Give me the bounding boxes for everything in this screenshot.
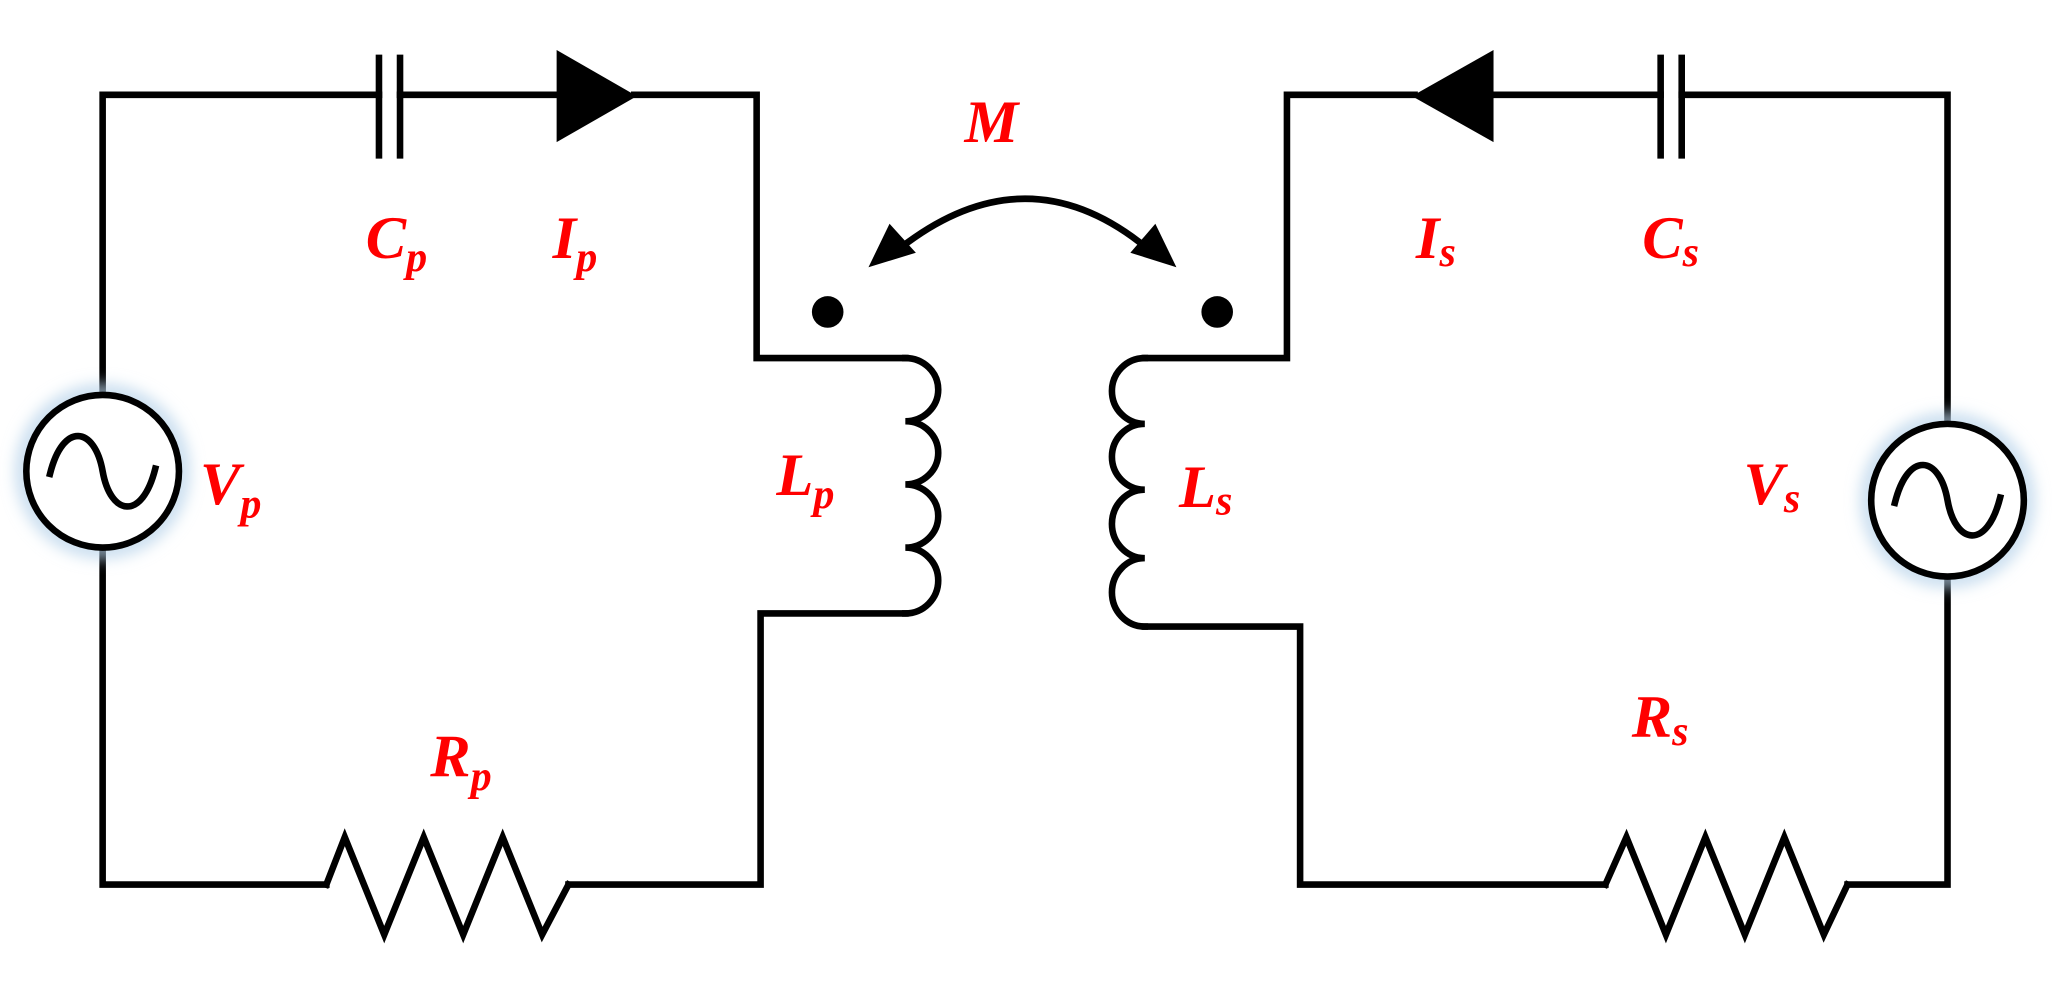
current-arrow-ip-icon	[556, 50, 637, 143]
mutual-inductance-arrow-icon	[868, 195, 1177, 268]
secondary-bottom-right-wire	[1844, 575, 1951, 888]
label-ip: Ip	[552, 205, 598, 281]
primary-top-wire	[99, 91, 383, 393]
capacitor-cs-symbol	[1657, 54, 1685, 159]
polarity-dot-primary	[811, 296, 844, 328]
secondary-circuit	[1108, 50, 2034, 944]
inductor-ls-icon	[1108, 354, 1149, 630]
secondary-left-wire	[1141, 91, 1418, 362]
resistor-rp-icon	[322, 828, 573, 944]
primary-lower-right-wire	[565, 610, 909, 888]
ac-source-vp-icon	[17, 385, 189, 557]
polarity-dot-secondary	[1201, 296, 1233, 328]
label-vs: Vs	[1744, 451, 1801, 522]
primary-circuit	[17, 50, 942, 944]
label-ls: Ls	[1178, 454, 1232, 525]
primary-right-wire	[630, 91, 909, 362]
primary-bottom-left-wire	[99, 549, 330, 888]
resistor-rs-icon	[1601, 828, 1852, 944]
labels: Cp Ip Vp Lp Rp M Is Cs Vs Ls Rs	[200, 89, 1800, 800]
label-is: Is	[1415, 205, 1456, 276]
label-vp: Vp	[200, 451, 261, 527]
secondary-top-right-wire	[1678, 91, 1951, 422]
label-lp: Lp	[775, 442, 834, 518]
label-rp: Rp	[429, 724, 491, 800]
capacitor-cp-symbol	[375, 54, 404, 159]
ac-source-vs-icon	[1861, 414, 2034, 586]
inductor-lp-icon	[902, 354, 942, 617]
label-cp: Cp	[366, 205, 427, 281]
secondary-lower-left-wire	[1141, 623, 1609, 888]
current-arrow-is-icon	[1411, 50, 1494, 143]
label-cs: Cs	[1642, 205, 1699, 276]
label-m: M	[964, 89, 1021, 156]
label-rs: Rs	[1631, 684, 1689, 755]
